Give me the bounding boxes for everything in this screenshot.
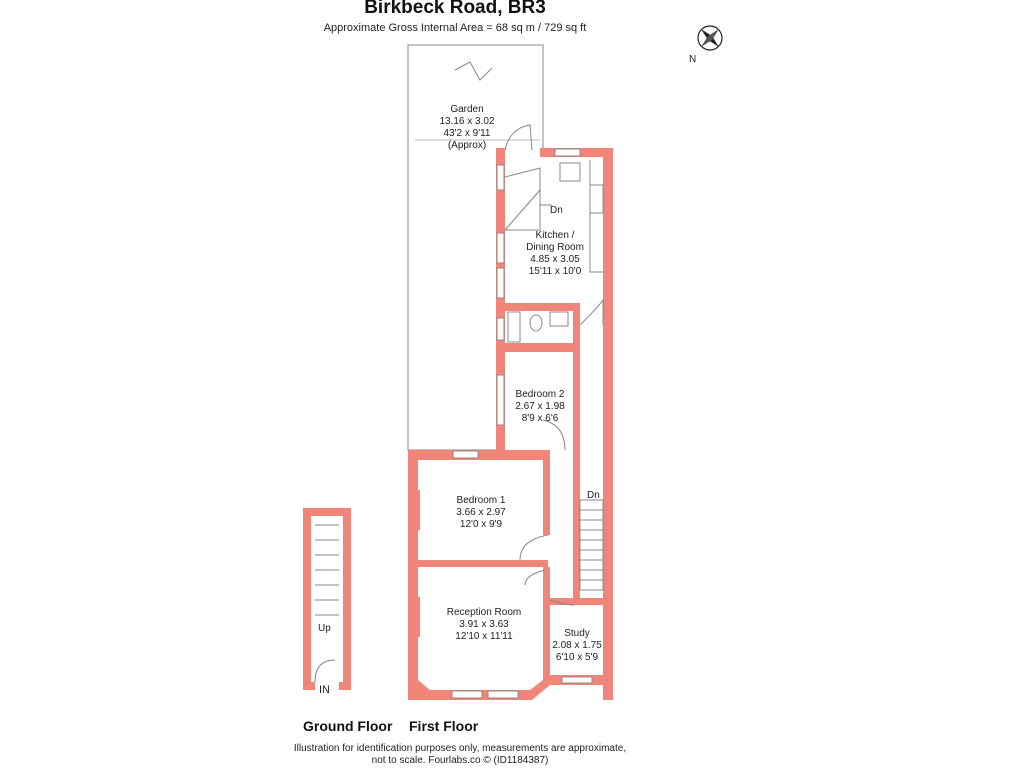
stairs-down-label: Dn bbox=[587, 490, 600, 501]
entrance-label: IN bbox=[319, 684, 330, 696]
windows bbox=[451, 148, 593, 699]
room-bedroom-1: Bedroom 1 3.66 x 2.97 12'0 x 9'9 bbox=[456, 495, 506, 530]
svg-text:4.85 x 3.05: 4.85 x 3.05 bbox=[530, 254, 580, 265]
svg-text:3.91 x 3.63: 3.91 x 3.63 bbox=[459, 619, 509, 630]
gross-area: Approximate Gross Internal Area = 68 sq … bbox=[323, 22, 587, 34]
svg-text:Dining Room: Dining Room bbox=[526, 242, 584, 253]
svg-text:12'0 x 9'9: 12'0 x 9'9 bbox=[460, 519, 503, 530]
svg-text:13.16 x 3.02: 13.16 x 3.02 bbox=[439, 116, 494, 127]
ground-floor-walls bbox=[303, 508, 351, 690]
stairs-up-label: Up bbox=[318, 623, 331, 634]
svg-text:2.08 x 1.75: 2.08 x 1.75 bbox=[552, 640, 602, 651]
room-study: Study 2.08 x 1.75 6'10 x 5'9 bbox=[552, 628, 602, 663]
svg-text:43'2 x 9'11: 43'2 x 9'11 bbox=[443, 128, 490, 139]
room-garden: Garden 13.16 x 3.02 43'2 x 9'11 (Approx) bbox=[439, 104, 494, 151]
room-kitchen: Kitchen / Dining Room 4.85 x 3.05 15'11 … bbox=[526, 230, 584, 277]
svg-text:8'9 x 6'6: 8'9 x 6'6 bbox=[522, 413, 559, 424]
stairs-down-label: Dn bbox=[550, 205, 563, 216]
svg-text:Bedroom 1: Bedroom 1 bbox=[457, 495, 506, 506]
svg-text:12'10 x 11'11: 12'10 x 11'11 bbox=[455, 631, 513, 642]
ground-floor-label: Ground Floor bbox=[303, 718, 393, 734]
svg-text:15'11 x 10'0: 15'11 x 10'0 bbox=[529, 266, 582, 277]
svg-text:Garden: Garden bbox=[450, 104, 483, 115]
disclaimer-line-2: not to scale. Fourlabs.co © (ID1184387) bbox=[371, 755, 549, 766]
svg-text:Study: Study bbox=[564, 628, 590, 639]
room-reception: Reception Room 3.91 x 3.63 12'10 x 11'11 bbox=[447, 607, 521, 642]
compass-icon bbox=[697, 25, 723, 51]
svg-text:Reception Room: Reception Room bbox=[447, 607, 521, 618]
disclaimer: Illustration for identification purposes… bbox=[290, 743, 630, 767]
fixtures bbox=[504, 160, 604, 606]
room-bedroom-2: Bedroom 2 2.67 x 1.98 8'9 x 6'6 bbox=[515, 389, 565, 424]
first-floor-label: First Floor bbox=[409, 718, 479, 734]
svg-text:Bedroom 2: Bedroom 2 bbox=[516, 389, 565, 400]
svg-text:Kitchen /: Kitchen / bbox=[536, 230, 575, 241]
page-title: Birkbeck Road, BR3 bbox=[364, 0, 546, 18]
svg-text:2.67 x 1.98: 2.67 x 1.98 bbox=[515, 401, 565, 412]
ground-floor-stairs bbox=[314, 524, 339, 683]
disclaimer-line-1: Illustration for identification purposes… bbox=[293, 743, 627, 754]
svg-text:3.66 x 2.97: 3.66 x 2.97 bbox=[456, 507, 506, 518]
svg-text:(Approx): (Approx) bbox=[448, 140, 486, 151]
svg-text:6'10 x 5'9: 6'10 x 5'9 bbox=[556, 652, 599, 663]
compass-north-label: N bbox=[689, 54, 696, 65]
